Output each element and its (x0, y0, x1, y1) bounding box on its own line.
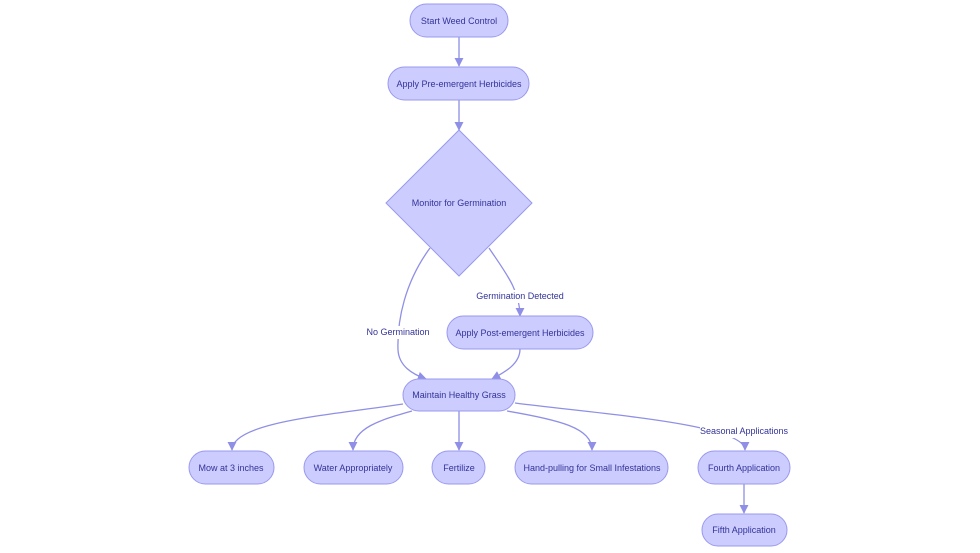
node-hand-pulling-label: Hand-pulling for Small Infestations (523, 463, 661, 473)
node-fourth-application-label: Fourth Application (708, 463, 780, 473)
node-fifth-application: Fifth Application (701, 513, 788, 547)
edge-monitor-to-maintain (397, 247, 431, 381)
node-water: Water Appropriately (303, 450, 404, 485)
node-start-label: Start Weed Control (421, 16, 497, 26)
node-monitor-label: Monitor for Germination (412, 198, 507, 208)
no-germination-label: No Germination (366, 327, 429, 337)
edge-maintain-to-mow (227, 403, 404, 451)
node-mow-label: Mow at 3 inches (198, 463, 264, 473)
edge-maintain-to-water (348, 410, 413, 451)
node-maintain: Maintain Healthy Grass (402, 378, 516, 412)
node-post-emergent-label: Apply Post-emergent Herbicides (455, 328, 585, 338)
seasonal-applications-label-bg (700, 425, 789, 438)
node-fertilize-label: Fertilize (443, 463, 475, 473)
node-maintain-label: Maintain Healthy Grass (412, 390, 506, 400)
node-fertilize: Fertilize (431, 450, 486, 485)
node-hand-pulling: Hand-pulling for Small Infestations (514, 450, 669, 485)
edge-labels: Germination Detected No Germination Seas… (365, 290, 789, 438)
germination-detected-label-bg (476, 290, 566, 303)
node-fourth-application: Fourth Application (697, 450, 791, 485)
node-pre-emergent-label: Apply Pre-emergent Herbicides (396, 79, 522, 89)
edges (227, 37, 750, 514)
node-post-emergent: Apply Post-emergent Herbicides (446, 315, 594, 350)
edge-post-to-maintain (491, 348, 521, 380)
node-pre-emergent: Apply Pre-emergent Herbicides (387, 66, 530, 101)
no-germination-label-bg (365, 326, 431, 339)
node-monitor-decision: Monitor for Germination (385, 129, 533, 277)
edge-maintain-to-hand (506, 410, 597, 451)
germination-detected-label: Germination Detected (476, 291, 564, 301)
nodes: Start Weed Control Apply Pre-emergent He… (188, 3, 791, 547)
node-water-label: Water Appropriately (314, 463, 393, 473)
seasonal-applications-label: Seasonal Applications (700, 426, 789, 436)
node-mow: Mow at 3 inches (188, 450, 275, 485)
node-fifth-application-label: Fifth Application (712, 525, 776, 535)
edge-maintain-to-fourth (514, 402, 750, 451)
edge-monitor-to-post (488, 247, 525, 317)
node-start: Start Weed Control (409, 3, 509, 38)
